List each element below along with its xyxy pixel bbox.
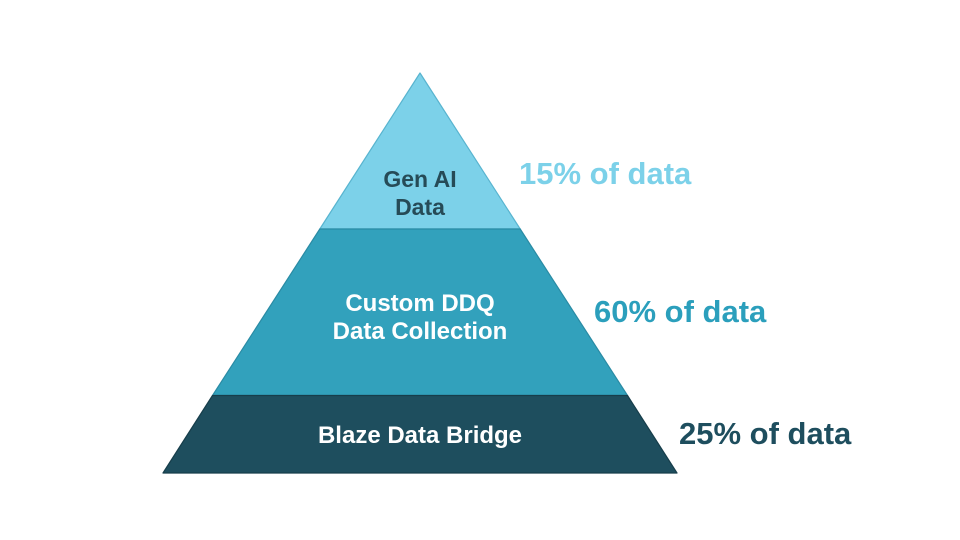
tier-top-label-line1: Gen AI bbox=[383, 166, 456, 192]
pyramid-tier-bottom bbox=[162, 394, 678, 474]
tier-middle-label-line1: Custom DDQ bbox=[345, 290, 494, 317]
tier-middle-label-line2: Data Collection bbox=[333, 318, 508, 345]
percent-label-bottom: 25% of data bbox=[679, 416, 852, 451]
percent-label-top: 15% of data bbox=[519, 156, 692, 191]
tier-top-label-line2: Data bbox=[395, 194, 445, 220]
tier-bottom-label: Blaze Data Bridge bbox=[318, 422, 522, 449]
percent-label-middle: 60% of data bbox=[594, 294, 767, 329]
